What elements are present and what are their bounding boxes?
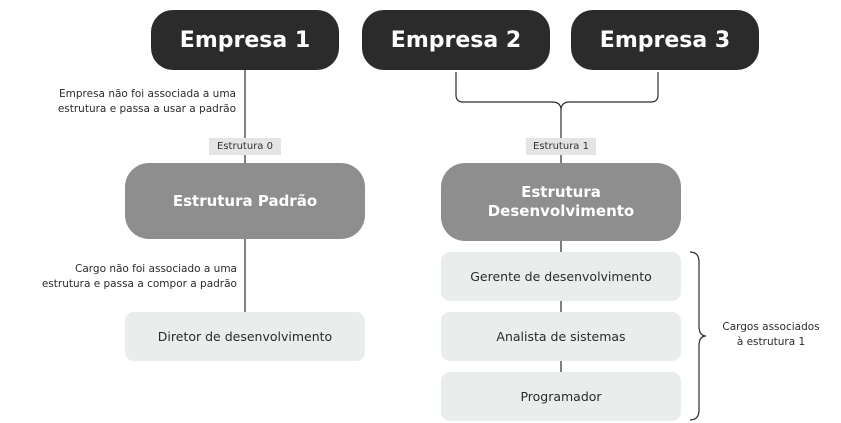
company-empresa-3: Empresa 3 [571, 10, 759, 70]
role-analista-sistemas: Analista de sistemas [441, 312, 681, 361]
structure-label-line1: Estrutura [521, 183, 601, 201]
role-label: Analista de sistemas [496, 329, 626, 344]
company-empresa-2: Empresa 2 [362, 10, 550, 70]
role-gerente-desenvolvimento: Gerente de desenvolvimento [441, 252, 681, 301]
note-role-default: Cargo não foi associado a uma estrutura … [41, 263, 237, 290]
note-roles-associated: Cargos associados à estrutura 1 [722, 321, 820, 348]
company-label: Empresa 3 [599, 27, 731, 53]
structure-padrao: Estrutura Padrão [125, 163, 365, 239]
role-programador: Programador [441, 372, 681, 421]
structure-label: Estrutura Padrão [172, 191, 318, 210]
company-empresa-1: Empresa 1 [151, 10, 339, 70]
structure-label-line2: Desenvolvimento [487, 202, 635, 220]
company-label: Empresa 1 [179, 27, 311, 53]
structure-desenvolvimento: Estrutura Desenvolvimento [441, 163, 681, 241]
structure-0-tag: Estrutura 0 [209, 138, 281, 155]
bracket-empresa2-empresa3 [455, 72, 659, 111]
role-diretor-desenvolvimento: Diretor de desenvolvimento [125, 312, 365, 361]
company-label: Empresa 2 [390, 27, 522, 53]
role-label: Gerente de desenvolvimento [470, 269, 652, 284]
role-label: Diretor de desenvolvimento [157, 329, 333, 344]
structure-1-tag: Estrutura 1 [526, 138, 596, 155]
note-company-default: Empresa não foi associada a uma estrutur… [57, 88, 236, 115]
brace-roles [689, 251, 707, 421]
role-label: Programador [520, 389, 602, 404]
